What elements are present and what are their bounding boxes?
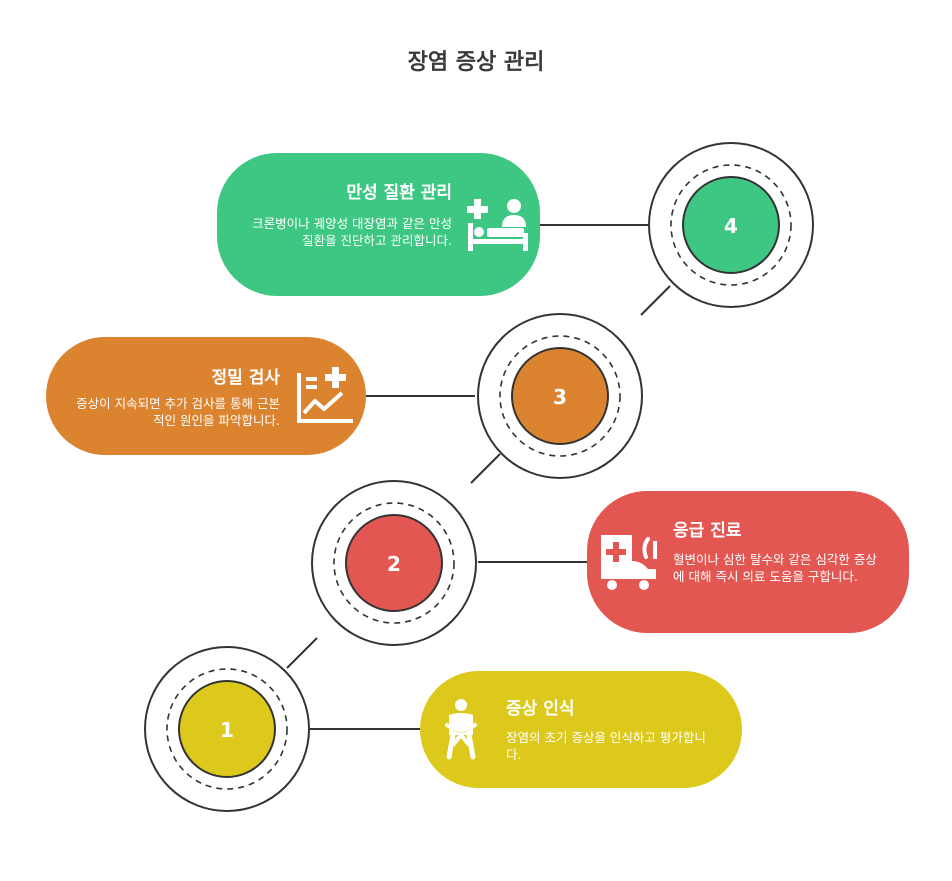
connector-2-3 xyxy=(470,453,501,484)
step-card-1: 증상 인식 장염의 초기 증상을 인식하고 평가합니다. xyxy=(420,671,742,788)
step-card-4: 만성 질환 관리 크론병이나 궤양성 대장염과 같은 만성 질환을 진단하고 관… xyxy=(217,153,540,296)
step-circle-4 xyxy=(682,176,780,274)
person-abdominal-pain-icon xyxy=(444,699,478,765)
step-title-4: 만성 질환 관리 xyxy=(346,183,452,203)
hospital-bed-icon xyxy=(466,197,530,257)
step-title-3: 정밀 검사 xyxy=(211,368,280,388)
step-number-2: 2 xyxy=(387,552,401,576)
connector-1-2 xyxy=(286,637,318,669)
step-number-3: 3 xyxy=(553,385,567,409)
step-desc-1: 장염의 초기 증상을 인식하고 평가합니다. xyxy=(506,730,706,762)
step-circle-2 xyxy=(345,514,443,612)
connector-3-4 xyxy=(640,285,671,316)
step-ring-3: 3 xyxy=(477,313,643,479)
step-desc-4: 크론병이나 궤양성 대장염과 같은 만성 질환을 진단하고 관리합니다. xyxy=(252,216,452,248)
step-number-1: 1 xyxy=(220,718,234,742)
ambulance-icon xyxy=(598,533,658,595)
step-desc-2: 혈변이나 심한 탈수와 같은 심각한 증상에 대해 즉시 의료 도움을 구합니다… xyxy=(673,552,877,584)
step-title-1: 증상 인식 xyxy=(506,699,575,719)
step-number-4: 4 xyxy=(724,214,738,238)
step-circle-1 xyxy=(178,680,276,778)
step-circle-3 xyxy=(511,347,609,445)
step-title-2: 응급 진료 xyxy=(673,521,742,541)
step-desc-3: 증상이 지속되면 추가 검사를 통해 근본적인 원인을 파악합니다. xyxy=(76,396,280,428)
chart-plus-icon xyxy=(294,367,354,429)
step-ring-1: 1 xyxy=(144,646,310,812)
diagram-title: 장염 증상 관리 xyxy=(407,50,545,75)
step-card-2: 응급 진료 혈변이나 심한 탈수와 같은 심각한 증상에 대해 즉시 의료 도움… xyxy=(587,491,909,633)
step-ring-2: 2 xyxy=(311,480,477,646)
step-ring-4: 4 xyxy=(648,142,814,308)
step-card-3: 정밀 검사 증상이 지속되면 추가 검사를 통해 근본적인 원인을 파악합니다. xyxy=(46,337,366,455)
